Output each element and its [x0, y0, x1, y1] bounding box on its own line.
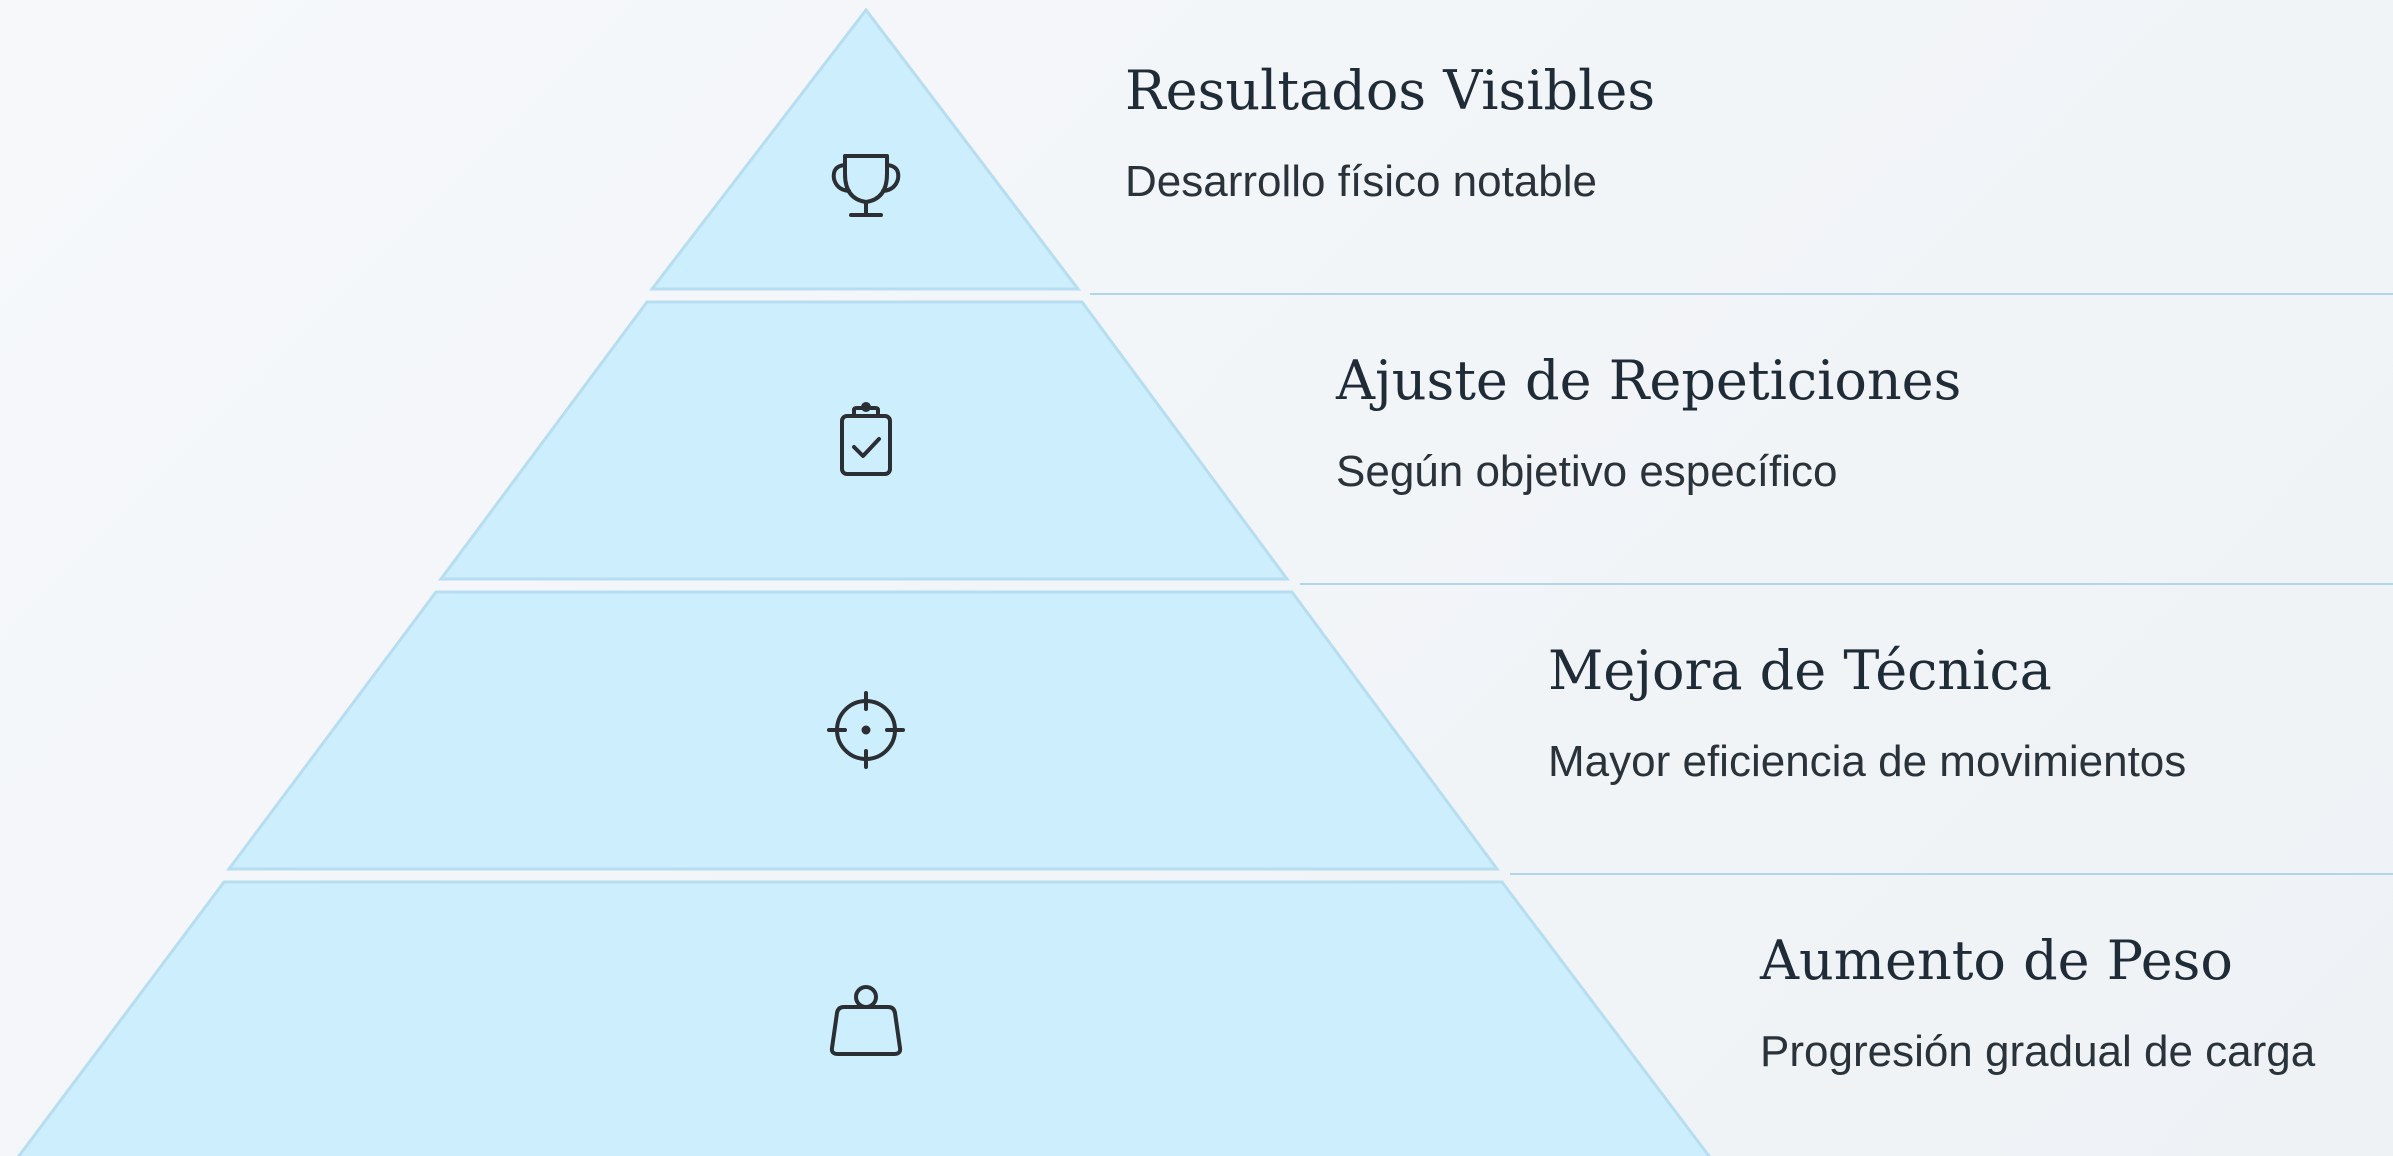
- pyramid-level-4: [17, 880, 1711, 1156]
- level-1-description: Desarrollo físico notable: [1125, 157, 1598, 206]
- crosshair-icon: [827, 691, 905, 769]
- pyramid-level-1: [648, 7, 2393, 295]
- kettlebell-icon: [829, 985, 903, 1056]
- level-3-description: Mayor eficiencia de movimientos: [1548, 737, 2187, 786]
- level-4-text: Aumento de Peso Progresión gradual de ca…: [1760, 929, 2315, 1078]
- pyramid-level-1-shape: [648, 7, 1082, 291]
- level-3-text: Mejora de Técnica Mayor eficiencia de mo…: [1548, 639, 2186, 788]
- pyramid-level-2: [438, 300, 2393, 585]
- level-2-description: Según objetivo específico: [1336, 447, 1838, 496]
- pyramid-level-4-shape: [17, 880, 1711, 1156]
- level-3-title: Mejora de Técnica: [1548, 639, 2052, 702]
- level-2-title: Ajuste de Repeticiones: [1336, 349, 1962, 412]
- level-1-title: Resultados Visibles: [1125, 59, 1656, 122]
- trophy-icon: [831, 154, 901, 217]
- level-4-title: Aumento de Peso: [1760, 929, 2233, 992]
- level-1-text: Resultados Visibles Desarrollo físico no…: [1125, 59, 1655, 208]
- clipboard-check-icon: [840, 402, 892, 476]
- level-4-description: Progresión gradual de carga: [1760, 1027, 2316, 1076]
- pyramid-level-3: [226, 590, 2393, 875]
- pyramid-level-2-shape: [438, 300, 1290, 581]
- level-2-text: Ajuste de Repeticiones Según objetivo es…: [1336, 349, 1961, 498]
